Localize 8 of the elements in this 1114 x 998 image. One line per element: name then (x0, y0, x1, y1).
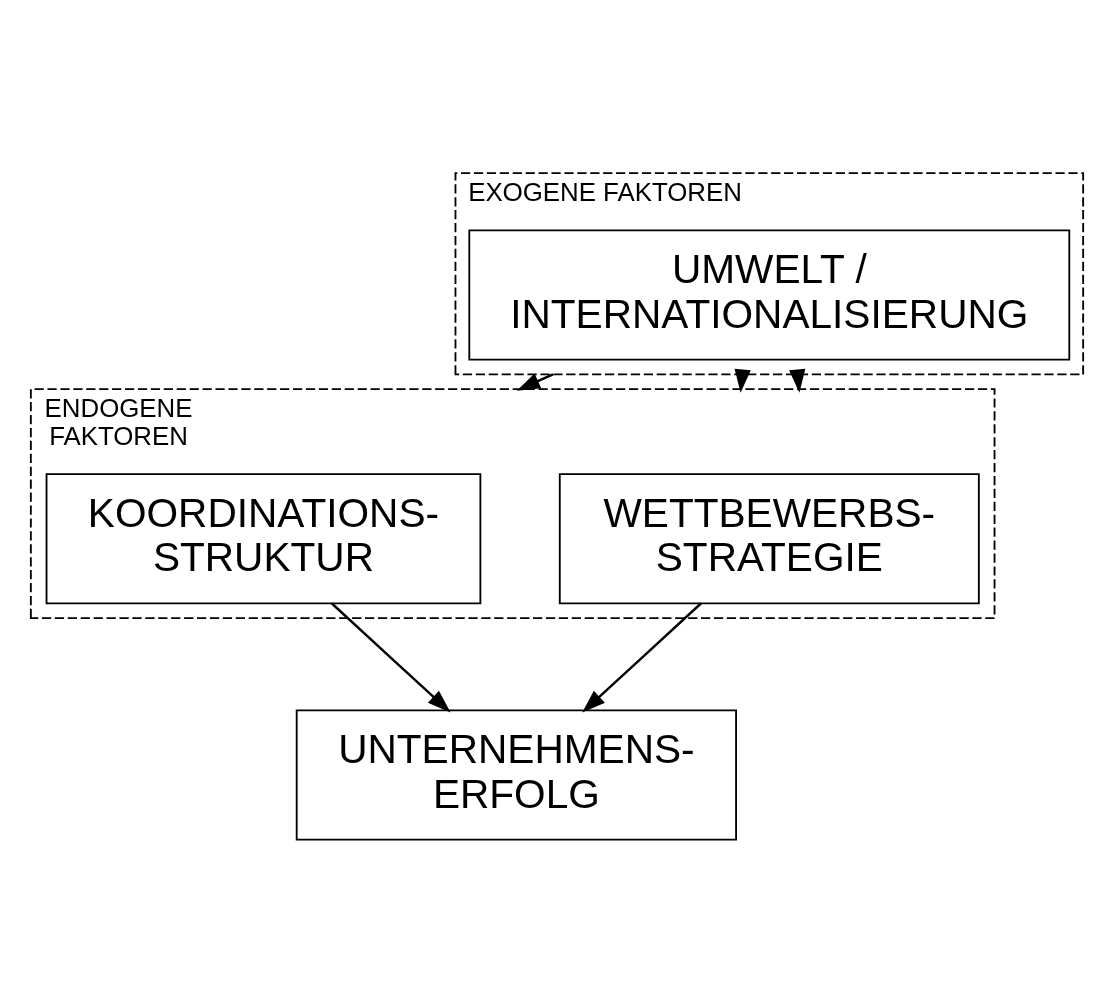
arrow (516, 373, 554, 391)
arrow (331, 602, 451, 713)
arrow (734, 368, 751, 393)
node-box: UNTERNEHMENS- ERFOLG (295, 709, 737, 841)
arrow (789, 368, 806, 393)
node-box: UMWELT / INTERNATIONALISIERUNG (468, 229, 1071, 361)
node-box: WETTBEWERBS- STRATEGIE (558, 473, 980, 605)
node-box: KOORDINATIONS- STRUKTUR (45, 473, 482, 605)
